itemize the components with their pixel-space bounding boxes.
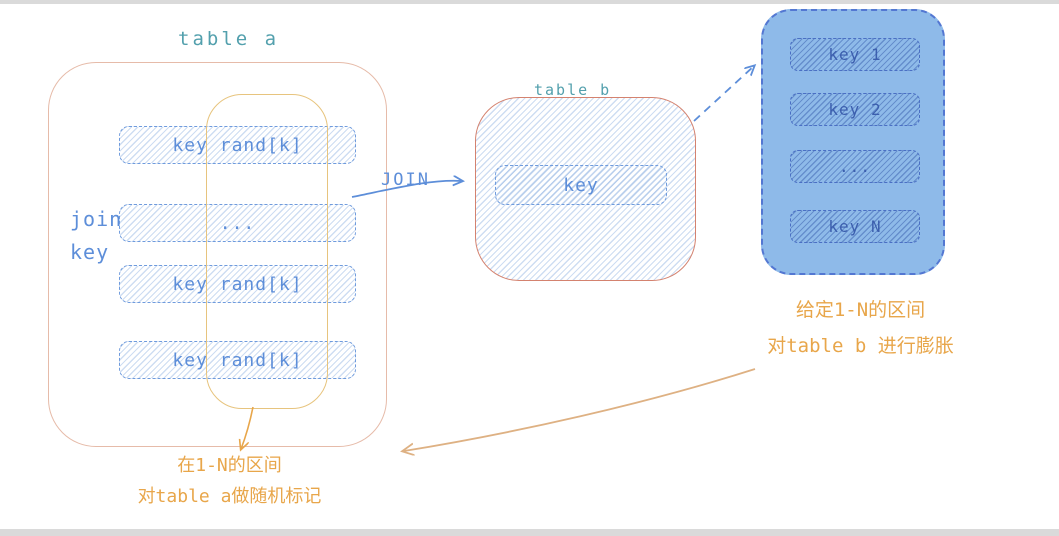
long-return-arrow [404, 368, 756, 451]
expand-dashed-arrow [693, 66, 754, 122]
table-b-annotation-line2: 对table b 进行膨胀 [767, 335, 954, 357]
table-b-annotation: 给定1-N的区间 对table b 进行膨胀 [738, 292, 983, 364]
join-key-label-line2: key [70, 240, 110, 264]
expanded-row-key-n: key N [790, 210, 920, 243]
rand-column-highlight [206, 94, 328, 409]
table-a-row-2: ... [119, 204, 356, 242]
expanded-row-ellipsis: ... [790, 150, 920, 183]
table-a-row-1: key rand[k] [119, 126, 356, 164]
bottom-border-strip [0, 529, 1059, 536]
join-key-label-line1: join [70, 207, 123, 231]
expanded-row-key-2: key 2 [790, 93, 920, 126]
expanded-table-b-container: key 1 key 2 ... key N [761, 9, 945, 275]
expanded-row-key-1: key 1 [790, 38, 920, 71]
top-border-strip [0, 0, 1059, 4]
join-arrow-label: JOIN [381, 170, 430, 190]
table-a-annotation: 在1-N的区间 对table a做随机标记 [92, 450, 367, 512]
table-a-annotation-line1: 在1-N的区间 [177, 455, 282, 476]
table-a-title: table a [178, 28, 280, 50]
table-b-container [475, 97, 696, 281]
table-a-annotation-line2: 对table a做随机标记 [137, 486, 322, 507]
table-a-row-3: key rand[k] [119, 265, 356, 303]
table-b-annotation-line1: 给定1-N的区间 [795, 299, 926, 321]
join-key-label: join key [70, 203, 122, 269]
table-b-row-key: key [495, 165, 667, 205]
table-b-title: table b [534, 81, 612, 99]
